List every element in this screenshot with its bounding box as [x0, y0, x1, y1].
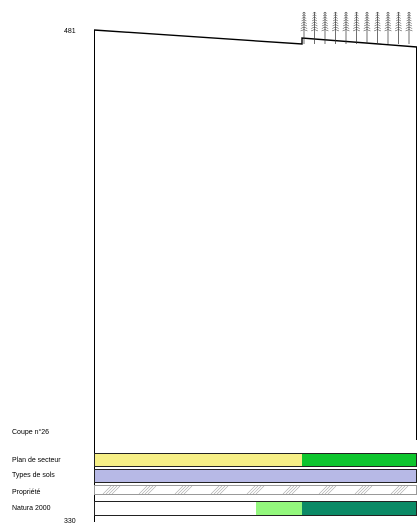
hatch-line: [246, 486, 256, 494]
band-0-segment-0: [95, 454, 303, 466]
hatch-line: [390, 486, 400, 494]
hatch-line: [180, 486, 190, 494]
hatch-line: [111, 486, 121, 494]
tree-icon: [321, 11, 329, 44]
band-plan-de-secteur: [94, 453, 417, 467]
hatch-line: [177, 486, 187, 494]
tree-icon: [373, 11, 382, 44]
band-1-segment-0: [95, 470, 416, 482]
forest-trees: [300, 11, 413, 44]
propriete-hatching: [102, 486, 409, 494]
hatch-line: [396, 486, 406, 494]
hatch-line: [141, 486, 151, 494]
hatch-line: [288, 486, 298, 494]
hatch-line: [357, 486, 367, 494]
tree-icon: [384, 11, 392, 44]
layer-label-propriete: Propriété: [12, 489, 41, 496]
hatch-line: [105, 486, 115, 494]
hatch-line: [174, 486, 184, 494]
band-propriete: [94, 485, 417, 495]
band-natura-2000: [94, 501, 417, 516]
hatch-line: [108, 486, 118, 494]
hatch-line: [318, 486, 328, 494]
hatch-line: [183, 486, 193, 494]
tree-icon: [310, 11, 319, 44]
section-title: Coupe n°26: [12, 429, 50, 436]
tree-icon: [342, 11, 350, 44]
hatch-line: [285, 486, 295, 494]
band-types-de-sols: [94, 469, 417, 483]
hatch-line: [249, 486, 259, 494]
tree-icon: [405, 11, 413, 44]
layer-label-types-de-sols: Types de sols: [12, 472, 55, 479]
tree-icon: [352, 11, 361, 44]
hatch-line: [291, 486, 301, 494]
hatch-line: [216, 486, 226, 494]
hatch-line: [324, 486, 334, 494]
tree-icon: [394, 11, 403, 44]
hatch-line: [144, 486, 154, 494]
hatch-line: [354, 486, 364, 494]
band-3-segment-0: [95, 502, 256, 515]
hatch-line: [393, 486, 403, 494]
elevation-bottom-label: 330: [64, 518, 76, 525]
hatch-line: [219, 486, 229, 494]
hatch-line: [255, 486, 265, 494]
hatch-line: [147, 486, 157, 494]
hatch-line: [138, 486, 148, 494]
band-3-segment-2: [302, 502, 416, 515]
layer-label-natura-2000: Natura 2000: [12, 505, 51, 512]
hatch-line: [399, 486, 409, 494]
layer-label-plan-de-secteur: Plan de secteur: [12, 457, 61, 464]
hatch-line: [321, 486, 331, 494]
hatch-line: [363, 486, 373, 494]
hatch-line: [282, 486, 292, 494]
hatch-line: [213, 486, 223, 494]
tree-icon: [363, 11, 371, 44]
hatch-line: [102, 486, 112, 494]
hatch-line: [210, 486, 220, 494]
tree-icon: [300, 11, 308, 44]
band-3-segment-1: [255, 502, 303, 515]
elevation-top-label: 481: [64, 28, 76, 35]
hatch-line: [360, 486, 370, 494]
hatch-line: [327, 486, 337, 494]
hatch-line: [252, 486, 262, 494]
band-0-segment-1: [302, 454, 416, 466]
tree-icon: [331, 11, 340, 44]
